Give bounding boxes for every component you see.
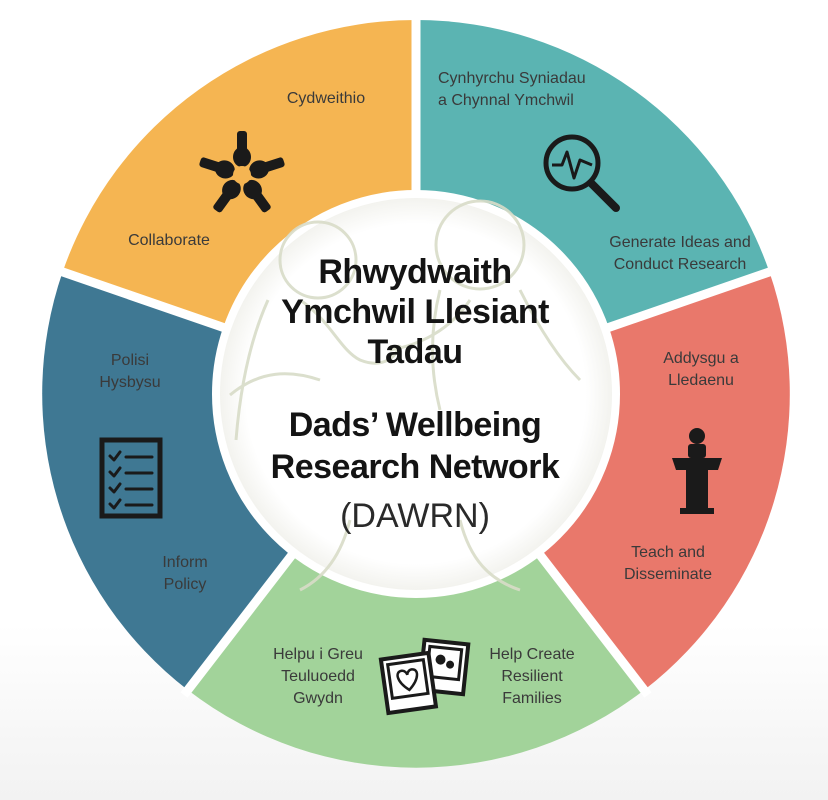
collaborate-welsh-label: Cydweithio (256, 88, 396, 110)
label-line: Policy (163, 576, 207, 593)
research-welsh-label: Cynhyrchu Syniadau a Chynnal Ymchwil (438, 68, 618, 112)
families-welsh-label: Helpu i Greu Teuluoedd Gwydn (258, 644, 378, 710)
photos-icon (378, 637, 471, 716)
father-child-sketch (229, 199, 582, 592)
label-line: Hysbysu (99, 374, 161, 391)
label-line: Disseminate (623, 566, 713, 583)
label-line: Collaborate (128, 232, 210, 249)
policy-english-label: Inform Policy (140, 552, 230, 596)
hands-together-icon (199, 131, 285, 213)
label-line: Addysgu a (663, 350, 739, 367)
welsh-title: Rhwydwaith Ymchwil Llesiant Tadau (250, 252, 580, 372)
label-line: Teach and (631, 544, 705, 561)
acronym: (DAWRN) (340, 497, 490, 535)
families-english-label: Help Create Resilient Families (472, 644, 592, 710)
collaborate-english-label: Collaborate (104, 230, 234, 252)
label-line: Inform (162, 554, 208, 571)
label-line: Families (502, 690, 562, 707)
teach-welsh-label: Addysgu a Lledaenu (646, 348, 756, 392)
label-line: Resilient (501, 668, 563, 685)
label-line: Help Create (489, 646, 575, 663)
label-line: Lledaenu (668, 372, 734, 389)
title-line: Rhwydwaith (318, 253, 512, 291)
label-line: Generate Ideas and (609, 234, 751, 251)
title-line: Research Network (270, 448, 560, 486)
label-line: Cydweithio (286, 90, 366, 107)
policy-welsh-label: Polisi Hysbysu (80, 350, 180, 394)
checklist-icon (99, 437, 163, 519)
center-circle (212, 190, 620, 598)
label-line: Gwydn (293, 690, 343, 707)
label-line: Helpu i Greu (273, 646, 363, 663)
title-line: Ymchwil Llesiant (281, 293, 549, 331)
title-line: Tadau (367, 333, 463, 371)
label-line: Teuluoedd (281, 668, 355, 685)
title-line: Dads’ Wellbeing (288, 406, 542, 444)
label-line: Cynhyrchu Syniadau (438, 70, 586, 87)
research-english-label: Generate Ideas and Conduct Research (590, 232, 770, 276)
label-line: Conduct Research (613, 256, 747, 273)
teach-english-label: Teach and Disseminate (608, 542, 728, 586)
english-title: Dads’ Wellbeing Research Network (250, 404, 580, 488)
podium-icon (672, 428, 722, 514)
label-line: Polisi (110, 352, 150, 369)
magnifier-pulse-icon (543, 134, 620, 212)
label-line: a Chynnal Ymchwil (438, 92, 574, 109)
